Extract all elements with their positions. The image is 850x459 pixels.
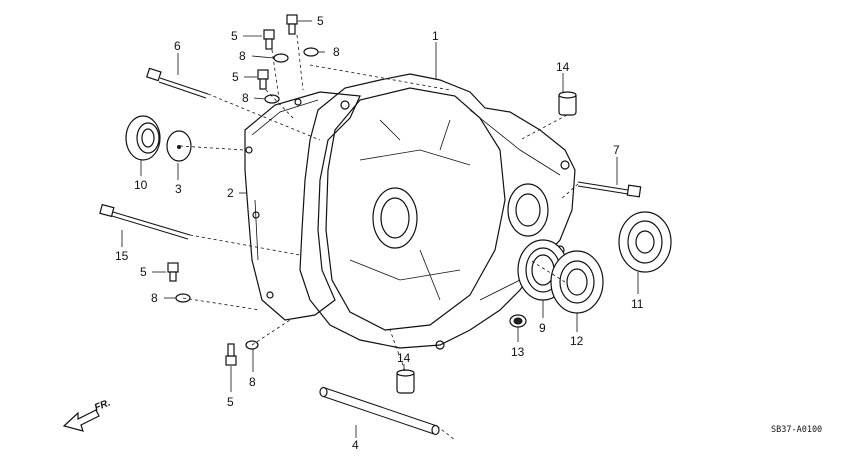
callout-4: 4 <box>352 438 359 452</box>
callout-5d: 5 <box>140 265 147 279</box>
callout-labels: 1 2 3 4 5 5 5 5 5 6 7 8 8 8 8 8 9 10 11 … <box>115 14 644 452</box>
callout-6: 6 <box>174 39 181 53</box>
bearing-10 <box>125 115 161 161</box>
callout-9: 9 <box>539 321 546 335</box>
bearing-12 <box>550 250 604 314</box>
bearing-11 <box>618 211 672 273</box>
callout-13: 13 <box>511 345 525 359</box>
bolt-5-top-right <box>286 14 298 35</box>
transmission-housing <box>299 73 576 350</box>
seal-3 <box>166 130 192 162</box>
pipe-4 <box>319 386 440 436</box>
bolt-7 <box>577 181 642 198</box>
callout-2: 2 <box>227 186 234 200</box>
bolt-5-mid <box>257 69 269 90</box>
housing-gasket <box>244 91 361 321</box>
callout-12: 12 <box>570 334 584 348</box>
bolt-5-top-left <box>263 29 275 50</box>
bolt-5-bottom <box>225 343 237 366</box>
front-direction-arrow: FR. <box>62 398 112 432</box>
leader-lines <box>121 20 639 438</box>
callout-7: 7 <box>613 143 620 157</box>
callout-8b: 8 <box>333 45 340 59</box>
callout-8c: 8 <box>242 91 249 105</box>
seal-13 <box>509 314 527 328</box>
assembly-lines <box>179 34 579 441</box>
callout-8a: 8 <box>239 49 246 63</box>
dowel-pin-14-bottom <box>396 369 415 394</box>
callout-5b: 5 <box>317 14 324 28</box>
diagram-code: SB37-A0100 <box>771 425 822 435</box>
callout-10: 10 <box>134 178 148 192</box>
bolt-5-left <box>167 262 179 282</box>
front-direction-label: FR. <box>93 398 112 414</box>
callout-11: 11 <box>631 297 644 311</box>
callout-5e: 5 <box>227 395 234 409</box>
callout-5c: 5 <box>232 70 239 84</box>
callout-14b: 14 <box>397 351 411 365</box>
dowel-pin-14-top <box>558 91 577 116</box>
callout-8d: 8 <box>151 291 158 305</box>
callout-8e: 8 <box>249 375 256 389</box>
callout-5a: 5 <box>231 29 238 43</box>
callout-15: 15 <box>115 249 129 263</box>
bolt-15 <box>99 203 191 240</box>
bolt-6 <box>145 67 209 99</box>
callout-3: 3 <box>175 182 182 196</box>
callout-1: 1 <box>432 29 439 43</box>
callout-14a: 14 <box>556 60 570 74</box>
